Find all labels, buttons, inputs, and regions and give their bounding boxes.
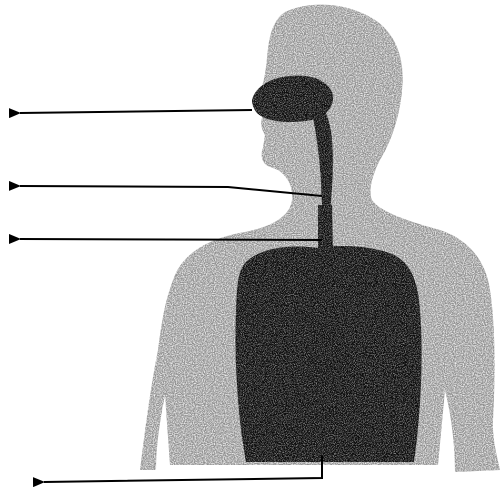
lungs-region [235,246,421,462]
respiratory-organs [235,76,421,462]
arrow-nasal-cavity [20,110,252,113]
arrow-pharynx [20,186,322,196]
arrow-trachea [20,239,322,240]
